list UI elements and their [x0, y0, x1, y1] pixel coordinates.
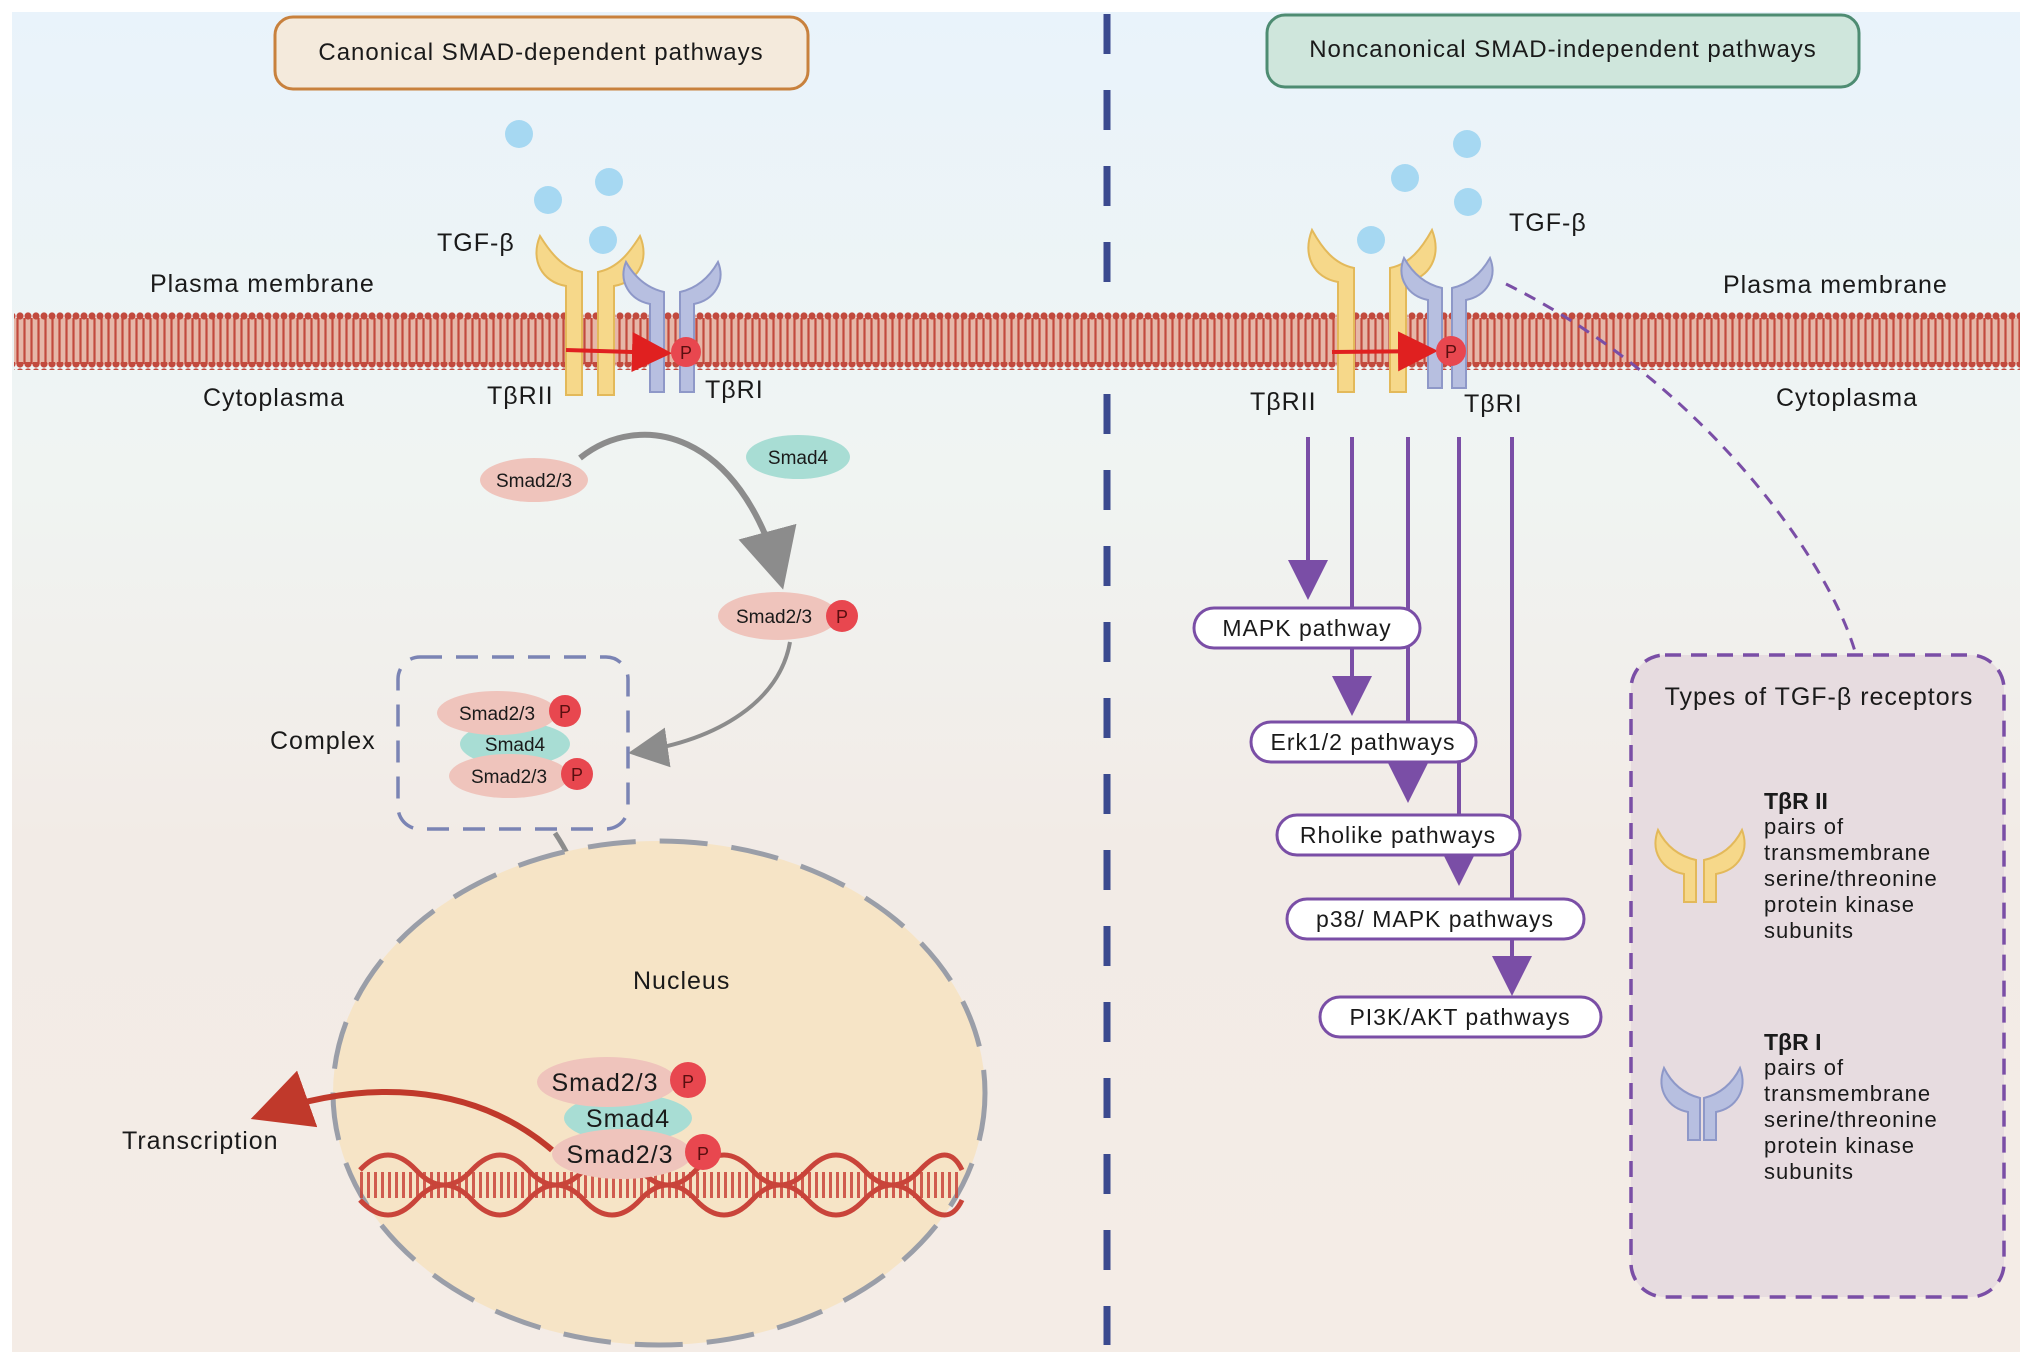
nucleus-label: Nucleus: [633, 967, 730, 995]
svg-text:Smad2/3: Smad2/3: [496, 471, 572, 492]
left-title-box: [273, 15, 810, 91]
receptor-legend: Types of TGF-β receptors TβR II pairs of…: [1629, 653, 2006, 1299]
svg-text:Rholike pathways: Rholike pathways: [1300, 822, 1496, 848]
legend-receptor-i-name: TβR I: [1764, 1029, 1821, 1055]
svg-text:P: P: [1445, 342, 1457, 362]
nuclear-smad23-bottom: Smad2/3 P: [552, 1129, 721, 1179]
left-panel: Canonical SMAD-dependent pathways TGF-β …: [150, 15, 810, 412]
phospho-badge-right: P: [1436, 336, 1466, 366]
legend-receptor-i-desc-5: subunits: [1764, 1159, 1854, 1184]
svg-text:p38/ MAPK pathways: p38/ MAPK pathways: [1316, 906, 1554, 932]
pathway-box-mapk: MAPK pathway: [1192, 606, 1422, 650]
legend-receptor-i-icon: [1660, 1065, 1744, 1141]
pathway-box-rholike: Rholike pathways: [1275, 813, 1522, 857]
legend-receptor-ii-desc-3: serine/threonine: [1764, 866, 1938, 891]
svg-text:Smad4: Smad4: [586, 1105, 670, 1133]
svg-text:Smad4: Smad4: [768, 448, 829, 469]
left-title: Canonical SMAD-dependent pathways: [318, 39, 763, 66]
svg-text:P: P: [682, 1072, 694, 1092]
smad23-free: Smad2/3: [480, 458, 588, 502]
complex-box: [396, 655, 630, 831]
smad23-phospho: Smad2/3 P: [718, 592, 858, 640]
phospho-arrow-left: [565, 332, 672, 373]
pathway-box-erk: Erk1/2 pathways: [1249, 720, 1478, 764]
svg-text:Smad2/3: Smad2/3: [566, 1141, 673, 1169]
receptor-i-label-right: TβRI: [1464, 390, 1523, 418]
right-panel: Noncanonical SMAD-independent pathways T…: [1265, 13, 1948, 412]
legend-receptor-ii-icon: [1654, 827, 1746, 903]
ligand-label-left: TGF-β: [437, 229, 515, 257]
svg-text:P: P: [697, 1144, 709, 1164]
legend-receptor-i-desc-2: transmembrane: [1764, 1081, 1931, 1106]
right-title-box: [1265, 13, 1861, 89]
receptor-ii-label-left: TβRII: [487, 382, 554, 410]
svg-text:Erk1/2 pathways: Erk1/2 pathways: [1270, 729, 1455, 755]
nuclear-smad23-top: Smad2/3 P: [537, 1057, 706, 1107]
svg-text:PI3K/AKT pathways: PI3K/AKT pathways: [1349, 1004, 1570, 1030]
ligand-label-right: TGF-β: [1509, 209, 1587, 237]
legend-receptor-ii-desc-1: pairs of: [1764, 814, 1844, 839]
legend-receptor-ii-desc-2: transmembrane: [1764, 840, 1931, 865]
smad4-free: Smad4: [746, 435, 850, 479]
legend-receptor-i-desc-3: serine/threonine: [1764, 1107, 1938, 1132]
svg-text:P: P: [836, 607, 848, 627]
legend-title: Types of TGF-β receptors: [1665, 683, 1974, 711]
pathway-box-p38: p38/ MAPK pathways: [1285, 897, 1586, 941]
legend-receptor-i-desc-1: pairs of: [1764, 1055, 1844, 1080]
svg-text:P: P: [571, 765, 583, 785]
plasma-membrane-label-right: Plasma membrane: [1723, 271, 1948, 299]
legend-receptor-ii-desc-5: subunits: [1764, 918, 1854, 943]
svg-text:P: P: [680, 343, 692, 363]
ligand-molecules-right: [1357, 130, 1482, 254]
dna-helix-icon: [358, 1152, 965, 1218]
phospho-badge-left: P: [671, 337, 701, 367]
smad-activation-arrow: [578, 431, 797, 590]
cytoplasma-label-left: Cytoplasma: [203, 384, 345, 412]
legend-receptor-ii-desc-4: protein kinase: [1764, 892, 1915, 917]
svg-text:Smad4: Smad4: [485, 735, 546, 756]
receptor-i-label-left: TβRI: [705, 376, 764, 404]
complex-smad23-bottom: Smad2/3 P: [449, 754, 593, 798]
pathway-box-pi3k: PI3K/AKT pathways: [1318, 995, 1603, 1039]
plasma-membrane-label-left: Plasma membrane: [150, 270, 375, 298]
svg-text:Smad2/3: Smad2/3: [459, 704, 535, 725]
cytoplasma-label-right: Cytoplasma: [1776, 384, 1918, 412]
legend-connector: [1505, 282, 1858, 656]
plasma-membrane: [14, 312, 2020, 370]
svg-text:MAPK pathway: MAPK pathway: [1222, 615, 1391, 641]
svg-text:P: P: [559, 702, 571, 722]
transcription-label: Transcription: [122, 1127, 279, 1155]
receptor-ii-label-right: TβRII: [1250, 388, 1317, 416]
legend-receptor-ii-name: TβR II: [1764, 788, 1828, 814]
legend-receptor-i-desc-4: protein kinase: [1764, 1133, 1915, 1158]
complex-formation-arrow: [628, 641, 792, 768]
svg-text:Smad2/3: Smad2/3: [736, 607, 812, 628]
complex-smad23-top: Smad2/3 P: [437, 691, 581, 735]
svg-text:Smad2/3: Smad2/3: [471, 767, 547, 788]
phospho-arrow-right: [1331, 331, 1438, 372]
complex-label: Complex: [270, 727, 376, 755]
svg-text:Smad2/3: Smad2/3: [551, 1069, 658, 1097]
ligand-molecules-left: [505, 120, 623, 254]
transcription-arrow: [250, 1070, 554, 1153]
right-title: Noncanonical SMAD-independent pathways: [1309, 36, 1817, 63]
